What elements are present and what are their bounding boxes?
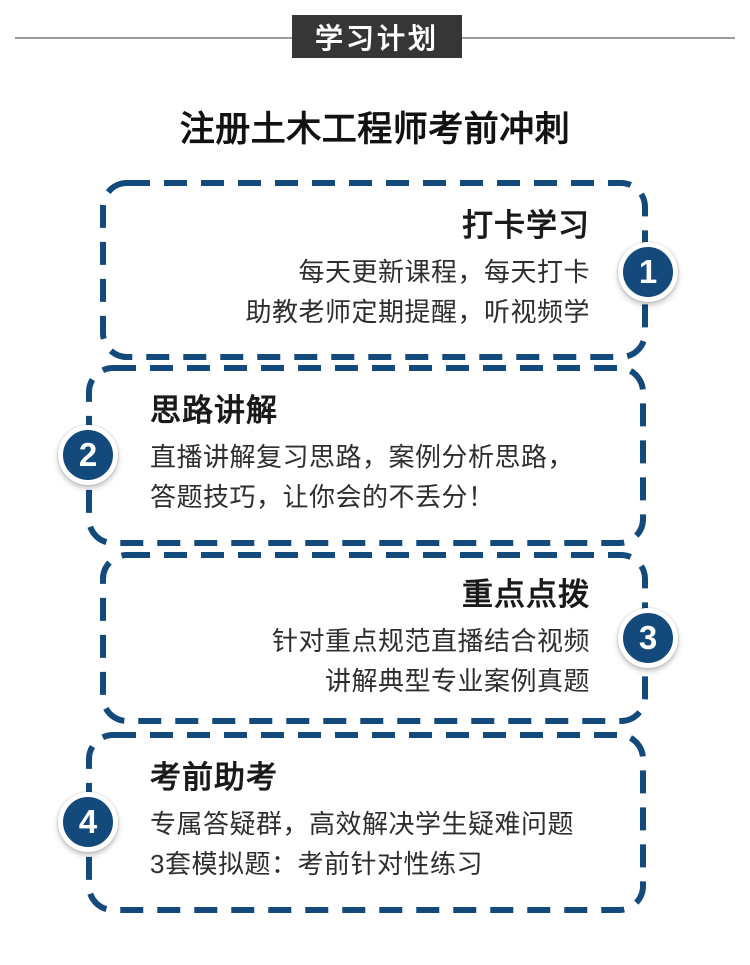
step-number-badge-4: 4 <box>58 792 118 852</box>
step-number-badge-2: 2 <box>58 425 118 485</box>
step-2-line-1: 直播讲解复习思路，案例分析思路， <box>150 442 575 472</box>
step-4-line-1: 专属答疑群，高效解决学生疑难问题 <box>150 809 575 839</box>
section-ribbon-label: 学习计划 <box>314 22 439 54</box>
step-1-heading: 打卡学习 <box>462 208 590 243</box>
step-4-line-2: 3套模拟题：考前针对性练习 <box>150 849 483 879</box>
step-number-3: 3 <box>638 619 658 656</box>
page-title: 注册土木工程师考前冲刺 <box>179 110 571 149</box>
step-3-line-1: 针对重点规范直播结合视频 <box>271 626 590 656</box>
step-2-heading: 思路讲解 <box>150 393 278 428</box>
step-2-line-2: 答题技巧，让你会的不丢分！ <box>150 482 495 512</box>
step-3-heading: 重点点拨 <box>462 577 590 612</box>
step-card-3: 重点点拨 针对重点规范直播结合视频 讲解典型专业案例真题 <box>100 552 648 724</box>
step-1-line-1: 每天更新课程，每天打卡 <box>298 257 590 287</box>
step-1-line-2: 助教老师定期提醒，听视频学 <box>245 297 590 327</box>
step-number-4: 4 <box>78 803 98 840</box>
section-ribbon: 学习计划 <box>292 15 462 58</box>
step-card-4: 考前助考 专属答疑群，高效解决学生疑难问题 3套模拟题：考前针对性练习 <box>86 732 646 913</box>
step-3-line-2: 讲解典型专业案例真题 <box>324 666 590 696</box>
step-number-2: 2 <box>78 436 98 473</box>
step-number-1: 1 <box>638 253 658 290</box>
step-number-badge-3: 3 <box>618 608 678 668</box>
step-card-1: 打卡学习 每天更新课程，每天打卡 助教老师定期提醒，听视频学 <box>100 180 648 360</box>
dashed-border <box>100 552 648 724</box>
step-number-badge-1: 1 <box>618 242 678 302</box>
step-4-heading: 考前助考 <box>150 760 278 795</box>
step-card-2: 思路讲解 直播讲解复习思路，案例分析思路， 答题技巧，让你会的不丢分！ <box>86 365 646 546</box>
